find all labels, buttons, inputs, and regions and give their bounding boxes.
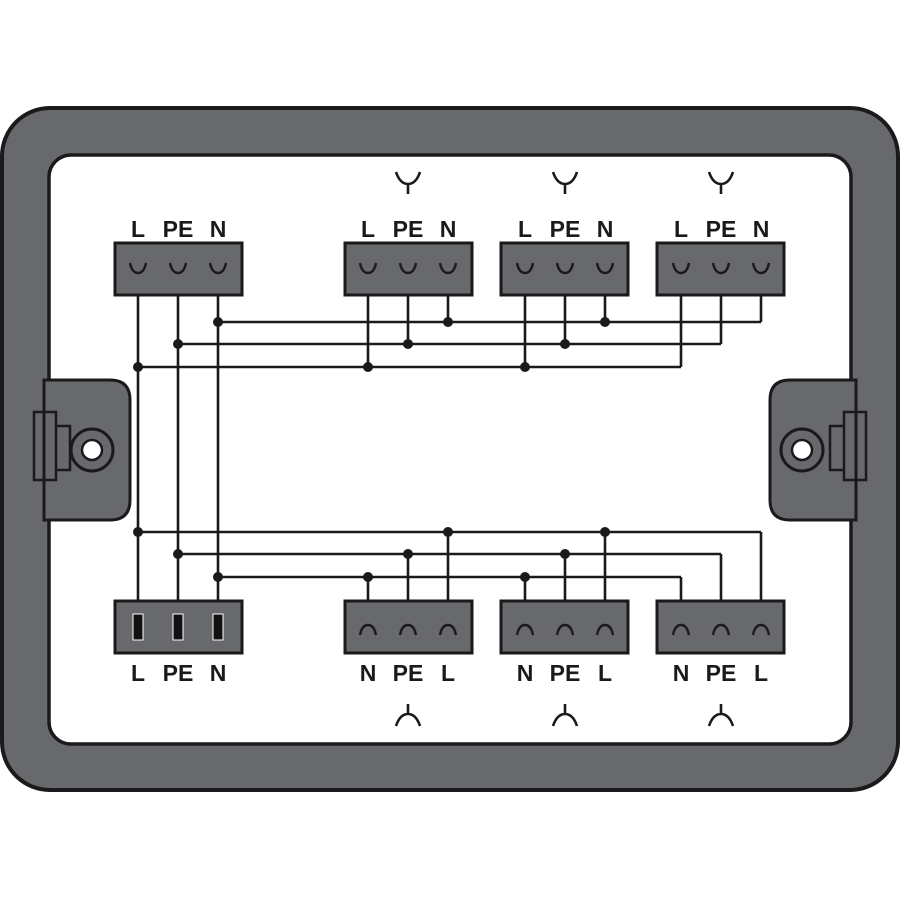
terminal-label: N [210, 660, 227, 686]
connector-body [343, 241, 474, 297]
connector-input-top-left: L PE N [113, 216, 244, 297]
mounting-tab-right [768, 378, 868, 522]
connector-output-top-3: L PE N [655, 171, 786, 297]
terminal-label: N [673, 660, 690, 686]
junction-dot [213, 572, 223, 582]
socket-contact-icon [358, 623, 378, 636]
connector-body [499, 241, 630, 297]
outlet-symbol-icon [707, 171, 735, 194]
junction-dot [173, 549, 183, 559]
terminal-label: N [753, 216, 770, 242]
terminal-label: L [518, 216, 532, 242]
junction-dot [173, 339, 183, 349]
junction-dot [560, 339, 570, 349]
socket-contact-icon [358, 262, 378, 275]
socket-contact-icon [555, 623, 575, 636]
junction-dot [133, 362, 143, 372]
terminal-label: N [210, 216, 227, 242]
junction-dot [363, 572, 373, 582]
junction-dot [560, 549, 570, 559]
pin-contact-icon [172, 613, 184, 641]
terminal-label: L [754, 660, 768, 686]
terminal-label: PE [163, 660, 194, 686]
terminal-label: L [131, 660, 145, 686]
socket-contact-icon [398, 262, 418, 275]
wiring [133, 295, 763, 601]
terminal-label: PE [393, 660, 424, 686]
socket-contact-icon [595, 623, 615, 636]
connector-body [655, 241, 786, 297]
socket-contact-icon [398, 623, 418, 636]
terminal-label: N [360, 660, 377, 686]
terminal-label: PE [706, 216, 737, 242]
terminal-label: N [440, 216, 457, 242]
socket-contact-icon [438, 262, 458, 275]
outlet-symbol-icon [394, 704, 422, 727]
junction-dot [520, 362, 530, 372]
outlet-symbol-icon [551, 704, 579, 727]
connector-body [113, 241, 244, 297]
connector-blocks: L PE N L PE N L PE N L PE N L PE N N PE L N PE L N PE L [113, 171, 786, 727]
socket-contact-icon [751, 623, 771, 636]
socket-contact-icon [168, 262, 188, 275]
socket-contact-icon [208, 262, 228, 275]
socket-contact-icon [515, 262, 535, 275]
junction-dot [133, 527, 143, 537]
terminal-label: PE [550, 216, 581, 242]
terminal-label: PE [163, 216, 194, 242]
screw-hole-icon [779, 427, 825, 473]
junction-dot [363, 362, 373, 372]
socket-contact-icon [555, 262, 575, 275]
connector-output-top-2: L PE N [499, 171, 630, 297]
socket-contact-icon [751, 262, 771, 275]
junction-dot [443, 527, 453, 537]
connector-input-bottom-left: L PE N [113, 599, 244, 686]
distribution-box-housing [0, 106, 900, 792]
terminal-label: L [674, 216, 688, 242]
socket-contact-icon [671, 262, 691, 275]
screw-hole-icon [69, 427, 115, 473]
junction-dot [403, 549, 413, 559]
junction-dot [600, 527, 610, 537]
socket-contact-icon [711, 623, 731, 636]
socket-contact-icon [595, 262, 615, 275]
pin-contact-icon [132, 613, 144, 641]
terminal-label: L [598, 660, 612, 686]
terminal-label: N [597, 216, 614, 242]
terminal-label: L [441, 660, 455, 686]
terminal-label: PE [550, 660, 581, 686]
connector-output-bottom-1: N PE L [343, 599, 474, 727]
terminal-label: N [517, 660, 534, 686]
outlet-symbol-icon [551, 171, 579, 194]
junction-dot [600, 317, 610, 327]
mounting-tab-left [32, 378, 132, 522]
terminal-label: L [131, 216, 145, 242]
socket-contact-icon [438, 623, 458, 636]
connector-output-bottom-2: N PE L [499, 599, 630, 727]
terminal-label: L [361, 216, 375, 242]
outlet-symbol-icon [707, 704, 735, 727]
connector-output-top-1: L PE N [343, 171, 474, 297]
connector-output-bottom-3: N PE L [655, 599, 786, 727]
outlet-symbol-icon [394, 171, 422, 194]
terminal-label: PE [706, 660, 737, 686]
socket-contact-icon [128, 262, 148, 275]
pin-contact-icon [212, 613, 224, 641]
socket-contact-icon [671, 623, 691, 636]
socket-contact-icon [711, 262, 731, 275]
junction-dot [403, 339, 413, 349]
socket-contact-icon [515, 623, 535, 636]
terminal-label: PE [393, 216, 424, 242]
junction-dot [213, 317, 223, 327]
junction-dot [443, 317, 453, 327]
junction-dot [520, 572, 530, 582]
